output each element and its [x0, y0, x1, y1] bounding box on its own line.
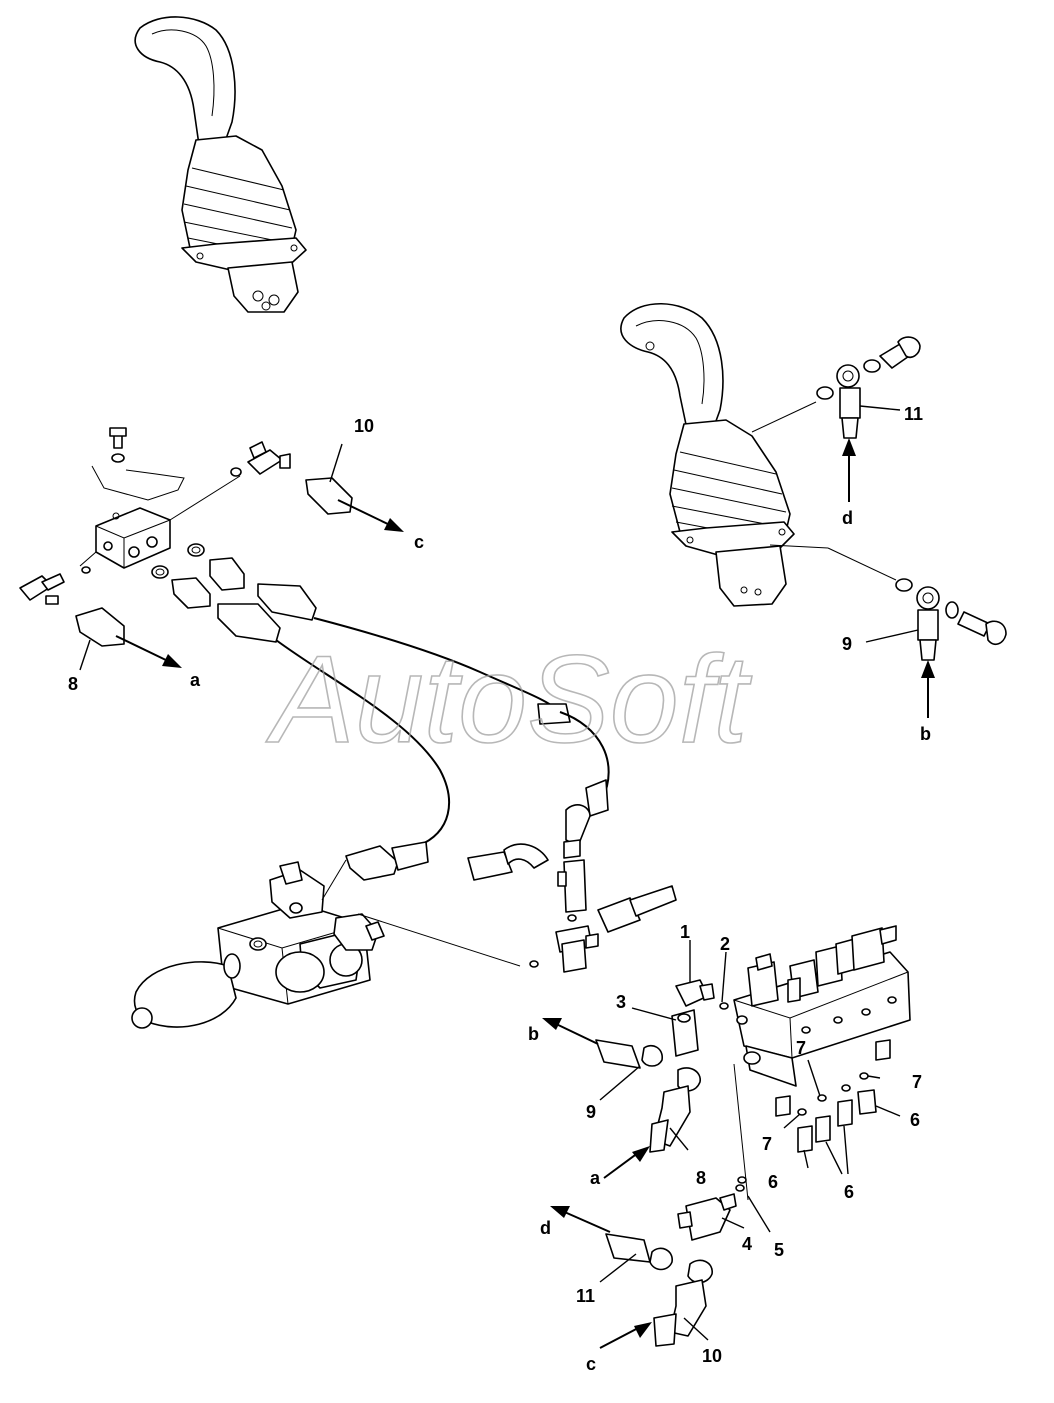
- callout-7-right: 7: [912, 1072, 922, 1092]
- callout-7-left: 7: [762, 1134, 772, 1154]
- callout-10-bottom: 10: [702, 1346, 722, 1366]
- watermark: AutoSoft: [265, 631, 752, 769]
- callout-6-right: 6: [910, 1110, 920, 1130]
- connection-b-bottom: b: [528, 1024, 539, 1044]
- leader-lines: [79, 443, 901, 1341]
- callout-6-left: 6: [768, 1172, 778, 1192]
- joystick-right: [620, 302, 795, 607]
- callout-5: 5: [774, 1240, 784, 1260]
- pilot-block: [19, 427, 561, 847]
- callout-9-bottom: 9: [586, 1102, 596, 1122]
- orings-and-fittings: [719, 1002, 877, 1184]
- connection-c-bottom: c: [586, 1354, 596, 1374]
- elbow-assembly-lower: [605, 1184, 745, 1347]
- callout-9-right: 9: [842, 634, 852, 654]
- accumulator-block: [131, 841, 539, 1029]
- connection-d-bottom: d: [540, 1218, 551, 1238]
- callout-8-bottom: 8: [696, 1168, 706, 1188]
- callout-10-top: 10: [354, 416, 374, 436]
- callout-11-bottom: 11: [576, 1286, 595, 1306]
- callout-numbers: 10 8 11 9 1 2 3 9 7 8 7 6 7 6 6 5 4 11 1…: [68, 404, 923, 1366]
- linkage-lower: [769, 544, 1007, 661]
- callout-2: 2: [720, 934, 730, 954]
- middle-fittings: [467, 703, 677, 973]
- callout-3: 3: [616, 992, 626, 1012]
- flow-arrows: [115, 438, 935, 1349]
- connection-d-top: d: [842, 508, 853, 528]
- callout-11-top: 11: [904, 404, 923, 424]
- connection-letters: c a d b b a d c: [190, 508, 931, 1374]
- callout-1: 1: [680, 922, 690, 942]
- callout-7-upper: 7: [796, 1038, 806, 1058]
- connection-c-top: c: [414, 532, 424, 552]
- joystick-left: [134, 16, 307, 313]
- callout-8-left: 8: [68, 674, 78, 694]
- connection-a-bottom: a: [590, 1168, 601, 1188]
- valve-block: [733, 925, 911, 1201]
- elbow-assembly-upper: [595, 979, 715, 1153]
- linkage-upper: [751, 336, 921, 439]
- callout-6-middle: 6: [844, 1182, 854, 1202]
- connection-b-right: b: [920, 724, 931, 744]
- callout-4: 4: [742, 1234, 752, 1254]
- connection-a-left: a: [190, 670, 201, 690]
